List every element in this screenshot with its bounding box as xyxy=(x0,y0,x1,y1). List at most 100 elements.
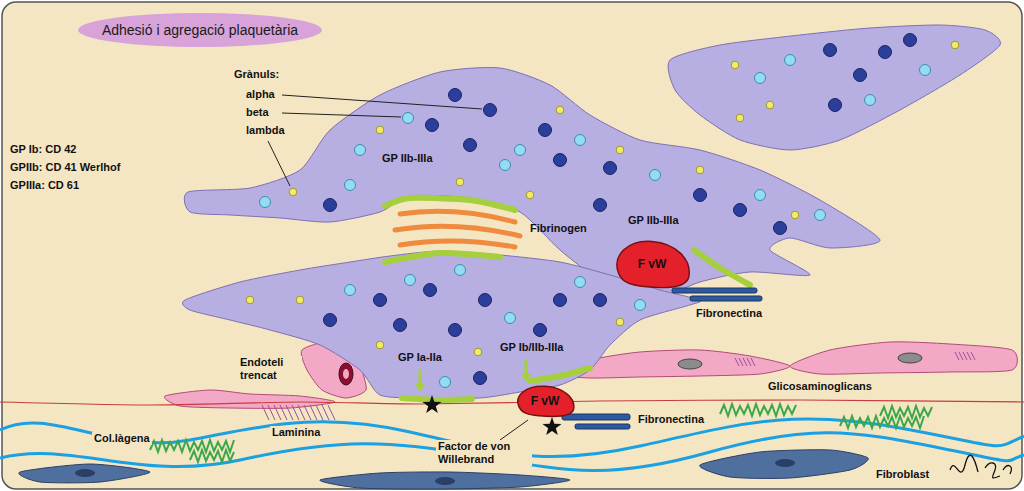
cell-hatch xyxy=(743,358,747,366)
alpha-granule xyxy=(554,294,567,307)
nucleus xyxy=(898,353,922,363)
arrow-line xyxy=(525,360,528,376)
factor-outline xyxy=(518,386,574,416)
nucleus xyxy=(435,477,455,485)
beta-granule xyxy=(345,180,356,191)
protein-label: Fibronectina xyxy=(694,307,764,320)
glycoprotein-key: GPIIb: CD 41 Werlhof xyxy=(8,161,122,174)
lambda-granule xyxy=(731,61,739,69)
lambda-granule xyxy=(791,211,799,219)
lambda-granule xyxy=(696,166,704,174)
alpha-granule xyxy=(474,372,487,385)
laminin-fiber xyxy=(328,405,335,420)
leader-line xyxy=(282,113,401,117)
matrix-label: Glicosaminoglicans xyxy=(766,380,874,393)
alpha-granule xyxy=(449,89,462,102)
beta-granule xyxy=(575,135,586,146)
glycoprotein-band xyxy=(694,250,750,285)
factor-outline xyxy=(617,241,689,287)
beta-granule xyxy=(500,160,511,171)
lambda-granule xyxy=(736,114,744,122)
glycoprotein-band xyxy=(385,253,500,262)
beta-granule xyxy=(455,265,466,276)
glycosaminoglycan xyxy=(190,450,234,462)
beta-granule xyxy=(403,113,414,124)
nucleus xyxy=(678,359,702,369)
matrix-label: Laminina xyxy=(270,426,322,439)
cell-label: Endoteli trencat xyxy=(238,356,302,382)
beta-granule xyxy=(575,277,586,288)
fibronectin-fiber xyxy=(672,288,757,293)
alpha-granule xyxy=(484,104,497,117)
glycoprotein-band xyxy=(530,368,590,381)
alpha-granule xyxy=(904,34,917,47)
protein-label: Fibrinogen xyxy=(528,222,589,235)
leader-line xyxy=(268,141,290,186)
von-willebrand-factor: F vW xyxy=(514,384,576,418)
beta-granule xyxy=(515,145,526,156)
laminin-fiber xyxy=(310,405,317,420)
fibrinogen-strand xyxy=(400,241,515,247)
beta-granule xyxy=(505,313,516,324)
matrix-label: Col.làgena xyxy=(92,432,152,445)
fibrinogen-strand xyxy=(400,211,515,222)
fibroblast xyxy=(320,472,570,489)
star-marker xyxy=(542,417,561,435)
alpha-granule xyxy=(554,154,567,167)
beta-granule xyxy=(260,197,271,208)
lambda-granule xyxy=(246,296,254,304)
beta-granule xyxy=(345,285,356,296)
glycoprotein-key: GPIIIa: CD 61 xyxy=(8,179,81,192)
star-marker xyxy=(422,395,441,413)
alpha-granule xyxy=(854,69,867,82)
alpha-granule xyxy=(539,124,552,137)
nucleus xyxy=(75,469,95,477)
protein-label: Fibronectina xyxy=(636,413,706,426)
receptor-label: GP Ib/IIb-IIIa xyxy=(498,341,565,354)
glycoprotein-key: GP Ib: CD 42 xyxy=(8,143,78,156)
alpha-granule xyxy=(324,199,337,212)
lambda-granule xyxy=(289,188,297,196)
arrow-line xyxy=(419,369,422,386)
lambda-granule xyxy=(951,41,959,49)
cell-hatch xyxy=(747,358,751,366)
lambda-granule xyxy=(296,296,304,304)
lambda-granule xyxy=(766,101,774,109)
alpha-granule xyxy=(594,294,607,307)
alpha-granule xyxy=(774,222,787,235)
endothelial-cell xyxy=(164,390,335,408)
lambda-granule xyxy=(616,318,624,326)
platelet xyxy=(668,25,1000,150)
cell-hatch xyxy=(963,352,967,360)
cell-hatch xyxy=(959,352,963,360)
beta-granule xyxy=(635,300,646,311)
alpha-granule xyxy=(879,46,892,59)
leader-line xyxy=(500,420,528,440)
glycosaminoglycan xyxy=(880,406,932,418)
fibroblast xyxy=(19,464,150,483)
lambda-granule xyxy=(474,348,482,356)
alpha-granule xyxy=(449,324,462,337)
granule-label: beta xyxy=(244,106,271,119)
glycosaminoglycan xyxy=(150,440,234,452)
alpha-granule xyxy=(594,199,607,212)
beta-granule xyxy=(755,73,766,84)
alpha-granule xyxy=(829,99,842,112)
fibrinogen-strand xyxy=(395,226,520,236)
alpha-granule xyxy=(426,119,439,132)
granule-label: lambda xyxy=(244,124,287,137)
cell-hatch xyxy=(971,352,975,360)
alpha-granule xyxy=(534,324,547,337)
alpha-granule xyxy=(604,162,617,175)
cell-hatch xyxy=(739,358,743,366)
beta-granule xyxy=(815,210,826,221)
beta-granule xyxy=(440,377,451,388)
beta-granule xyxy=(755,190,766,201)
alpha-granule xyxy=(374,294,387,307)
granule-heading: Grànuls: xyxy=(232,68,281,81)
laminin-fiber xyxy=(322,405,329,420)
beta-granule xyxy=(405,275,416,286)
laminin-fiber xyxy=(304,405,311,420)
